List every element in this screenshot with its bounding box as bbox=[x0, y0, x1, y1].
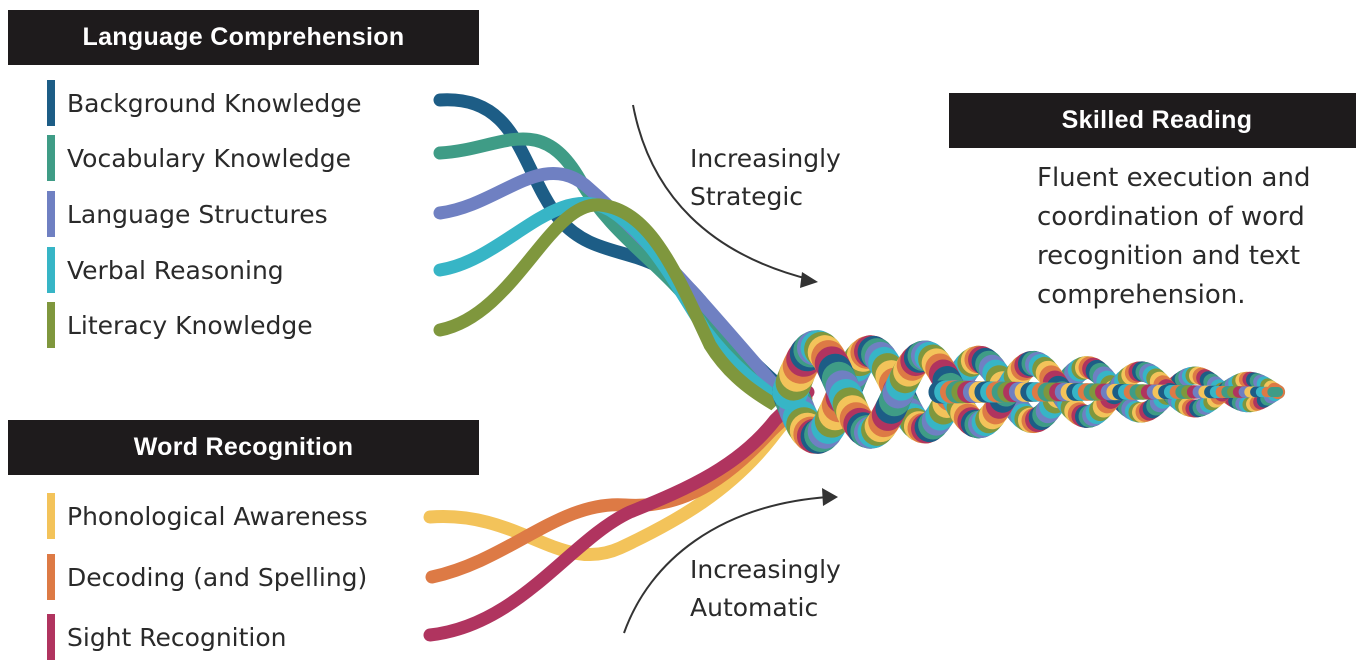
wr-swatch bbox=[47, 614, 55, 660]
language-comprehension-header: Language Comprehension bbox=[8, 10, 479, 65]
lc-swatch bbox=[47, 135, 55, 181]
language-comprehension-title: Language Comprehension bbox=[83, 23, 405, 52]
wr-item-phonological-awareness: Phonological Awareness bbox=[47, 493, 368, 539]
strategic-line-2: Strategic bbox=[690, 178, 841, 216]
lc-item-verbal-reasoning: Verbal Reasoning bbox=[47, 247, 284, 293]
automatic-line-2: Automatic bbox=[690, 589, 841, 627]
automatic-arrowhead bbox=[822, 488, 838, 506]
lc-item-language-structures: Language Structures bbox=[47, 191, 328, 237]
description-line-3: recognition and text bbox=[1037, 237, 1337, 276]
strategic-annotation: Increasingly Strategic bbox=[690, 140, 841, 216]
skilled-reading-title: Skilled Reading bbox=[1062, 106, 1253, 135]
strand-outline bbox=[430, 400, 805, 555]
lc-item-label: Literacy Knowledge bbox=[67, 311, 313, 340]
lc-item-label: Vocabulary Knowledge bbox=[67, 144, 351, 173]
lc-swatch bbox=[47, 80, 55, 126]
skilled-reading-header: Skilled Reading bbox=[949, 93, 1356, 148]
lc-item-label: Language Structures bbox=[67, 200, 328, 229]
lc-item-vocabulary-knowledge: Vocabulary Knowledge bbox=[47, 135, 351, 181]
braided-rope bbox=[790, 348, 1278, 437]
wr-item-sight-recognition: Sight Recognition bbox=[47, 614, 287, 660]
wr-swatch bbox=[47, 493, 55, 539]
description-line-1: Fluent execution and bbox=[1037, 159, 1337, 198]
automatic-annotation: Increasingly Automatic bbox=[690, 551, 841, 627]
wr-item-decoding: Decoding (and Spelling) bbox=[47, 554, 367, 600]
wr-item-label: Decoding (and Spelling) bbox=[67, 563, 367, 592]
lc-item-label: Background Knowledge bbox=[67, 89, 362, 118]
wr-item-label: Phonological Awareness bbox=[67, 502, 368, 531]
lc-item-background-knowledge: Background Knowledge bbox=[47, 80, 362, 126]
skilled-reading-description: Fluent execution and coordination of wor… bbox=[1037, 159, 1337, 315]
automatic-line-1: Increasingly bbox=[690, 551, 841, 589]
strategic-line-1: Increasingly bbox=[690, 140, 841, 178]
word-recognition-header: Word Recognition bbox=[8, 420, 479, 475]
lc-item-literacy-knowledge: Literacy Knowledge bbox=[47, 302, 313, 348]
lc-swatch bbox=[47, 247, 55, 293]
description-line-4: comprehension. bbox=[1037, 276, 1337, 315]
lc-swatch bbox=[47, 191, 55, 237]
wr-swatch bbox=[47, 554, 55, 600]
lc-swatch bbox=[47, 302, 55, 348]
description-line-2: coordination of word bbox=[1037, 198, 1337, 237]
strategic-arrowhead bbox=[800, 272, 818, 288]
lc-item-label: Verbal Reasoning bbox=[67, 256, 284, 285]
word-recognition-title: Word Recognition bbox=[134, 433, 354, 462]
wr-item-label: Sight Recognition bbox=[67, 623, 287, 652]
